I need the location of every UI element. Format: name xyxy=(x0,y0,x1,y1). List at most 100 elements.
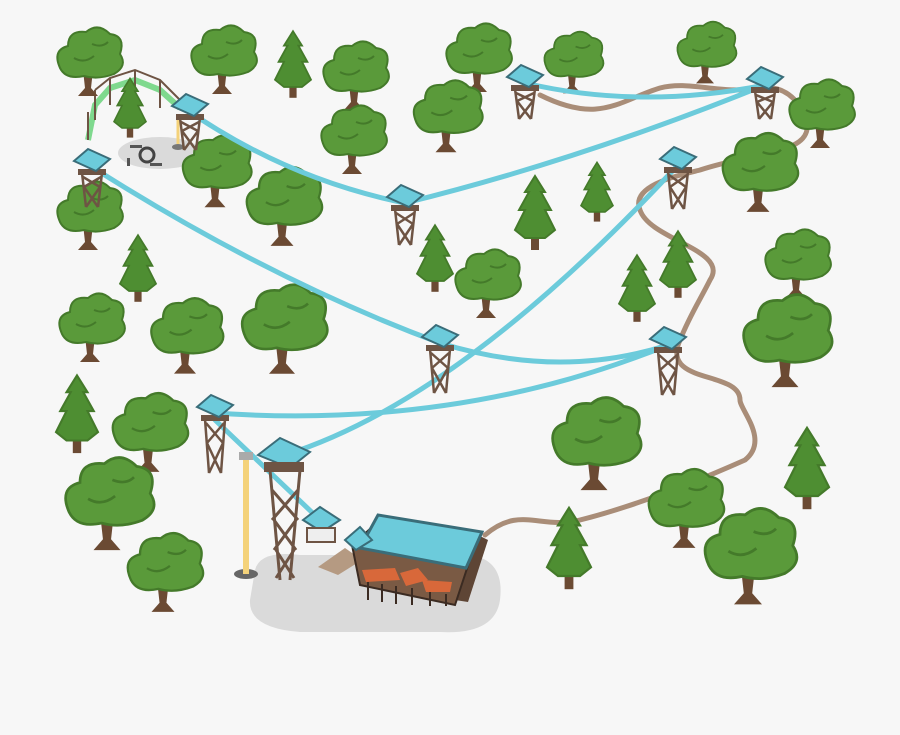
tree-canopy-detail xyxy=(667,484,708,509)
tree-canopy xyxy=(190,24,258,77)
lodge-roof xyxy=(357,513,485,570)
fire-pit-bench xyxy=(127,158,130,166)
tower-legs xyxy=(393,208,417,246)
light-pole-shaft xyxy=(243,458,249,574)
deciduous-tree xyxy=(764,228,832,298)
tree-trunk xyxy=(78,70,98,96)
tree-canopy xyxy=(543,30,605,78)
tower-legs xyxy=(203,418,227,474)
tree-trunk xyxy=(136,442,160,472)
pine-canopy xyxy=(545,505,593,578)
deciduous-tree xyxy=(64,456,156,551)
tree-trunk xyxy=(431,279,439,292)
tower-legs xyxy=(428,348,452,394)
lodge-side-wall xyxy=(455,535,488,602)
tree-trunk xyxy=(269,340,295,374)
tree-trunk xyxy=(633,309,641,322)
deciduous-tree xyxy=(56,26,124,96)
tree-canopy-detail xyxy=(337,119,373,140)
tree-trunk xyxy=(810,122,830,148)
pine-tree xyxy=(658,229,698,298)
tree-trunk xyxy=(672,518,696,548)
tree-canopy-detail xyxy=(263,302,309,329)
deciduous-tree xyxy=(721,131,800,212)
tower-roof xyxy=(745,65,785,91)
tree-trunk xyxy=(270,216,294,246)
platform-tower xyxy=(170,92,210,151)
deciduous-tree xyxy=(240,283,329,374)
zipline-cable xyxy=(282,162,681,458)
tower-deck xyxy=(511,85,539,91)
tree-canopy xyxy=(647,467,726,528)
tree-canopy xyxy=(445,22,513,75)
zipline-cable xyxy=(522,80,768,100)
platform-tower xyxy=(745,65,785,120)
tree-canopy xyxy=(764,228,832,281)
tower-legs xyxy=(178,117,202,151)
deciduous-tree xyxy=(111,391,190,472)
tree-trunk xyxy=(476,292,496,318)
tower-roof xyxy=(170,92,210,118)
pine-tree xyxy=(545,505,593,590)
tree-canopy-detail xyxy=(339,55,375,76)
tree-canopy-detail xyxy=(199,149,237,172)
rope-course-net xyxy=(85,76,183,141)
lodge-path xyxy=(318,548,362,575)
pine-tree xyxy=(273,29,313,98)
tower-deck xyxy=(78,169,106,175)
tree-canopy-detail xyxy=(691,34,724,53)
tree-trunk xyxy=(93,515,121,551)
deciduous-tree xyxy=(703,507,799,605)
tree-trunk xyxy=(674,285,682,298)
tower-roof xyxy=(505,63,545,89)
tree-canopy xyxy=(111,391,190,452)
platform-tower xyxy=(385,183,425,246)
light-pole xyxy=(234,452,258,579)
tree-canopy-detail xyxy=(574,416,622,444)
tree-trunk xyxy=(78,224,98,250)
platform-tower xyxy=(420,323,460,394)
tree-trunk xyxy=(734,568,762,605)
tree-trunk xyxy=(564,573,574,590)
pine-tree xyxy=(118,233,158,302)
tree-canopy xyxy=(240,283,329,352)
tree-canopy-detail xyxy=(169,313,208,336)
tree-trunk xyxy=(134,289,142,302)
pine-canopy xyxy=(658,229,698,288)
deciduous-tree xyxy=(322,40,390,110)
tree-canopy-detail xyxy=(207,39,243,60)
lodge-porch-posts xyxy=(367,582,447,606)
tree-trunk xyxy=(80,336,100,362)
tower-deck xyxy=(426,345,454,351)
fire-pit-bench xyxy=(130,145,142,148)
deciduous-tree xyxy=(56,180,124,250)
tower-deck xyxy=(264,462,304,472)
deciduous-tree xyxy=(742,293,834,388)
lodge-awning xyxy=(400,568,428,586)
pine-tree xyxy=(513,174,557,250)
fire-pit-bench xyxy=(150,163,162,166)
pine-canopy xyxy=(118,233,158,292)
tower-deck xyxy=(201,415,229,421)
tree-trunk xyxy=(786,272,806,298)
tower-deck xyxy=(391,205,419,211)
pine-tree xyxy=(579,160,615,222)
deciduous-tree xyxy=(454,248,522,318)
pine-canopy xyxy=(617,253,657,312)
tree-trunk xyxy=(289,85,297,98)
lodge-building xyxy=(318,513,488,607)
pine-canopy xyxy=(415,223,455,282)
tree-trunk xyxy=(435,125,457,153)
tree-canopy-detail xyxy=(87,476,135,504)
zipline-cable xyxy=(212,342,671,419)
tree-trunk xyxy=(771,352,799,388)
deciduous-tree xyxy=(647,467,726,548)
tower-roof xyxy=(658,145,698,171)
main-launch-tower xyxy=(256,436,312,581)
tree-canopy xyxy=(788,78,856,131)
platform-tower xyxy=(648,325,688,396)
pine-tree xyxy=(54,373,100,454)
tree-trunk xyxy=(531,236,539,250)
fire-pit-ring xyxy=(138,146,156,164)
